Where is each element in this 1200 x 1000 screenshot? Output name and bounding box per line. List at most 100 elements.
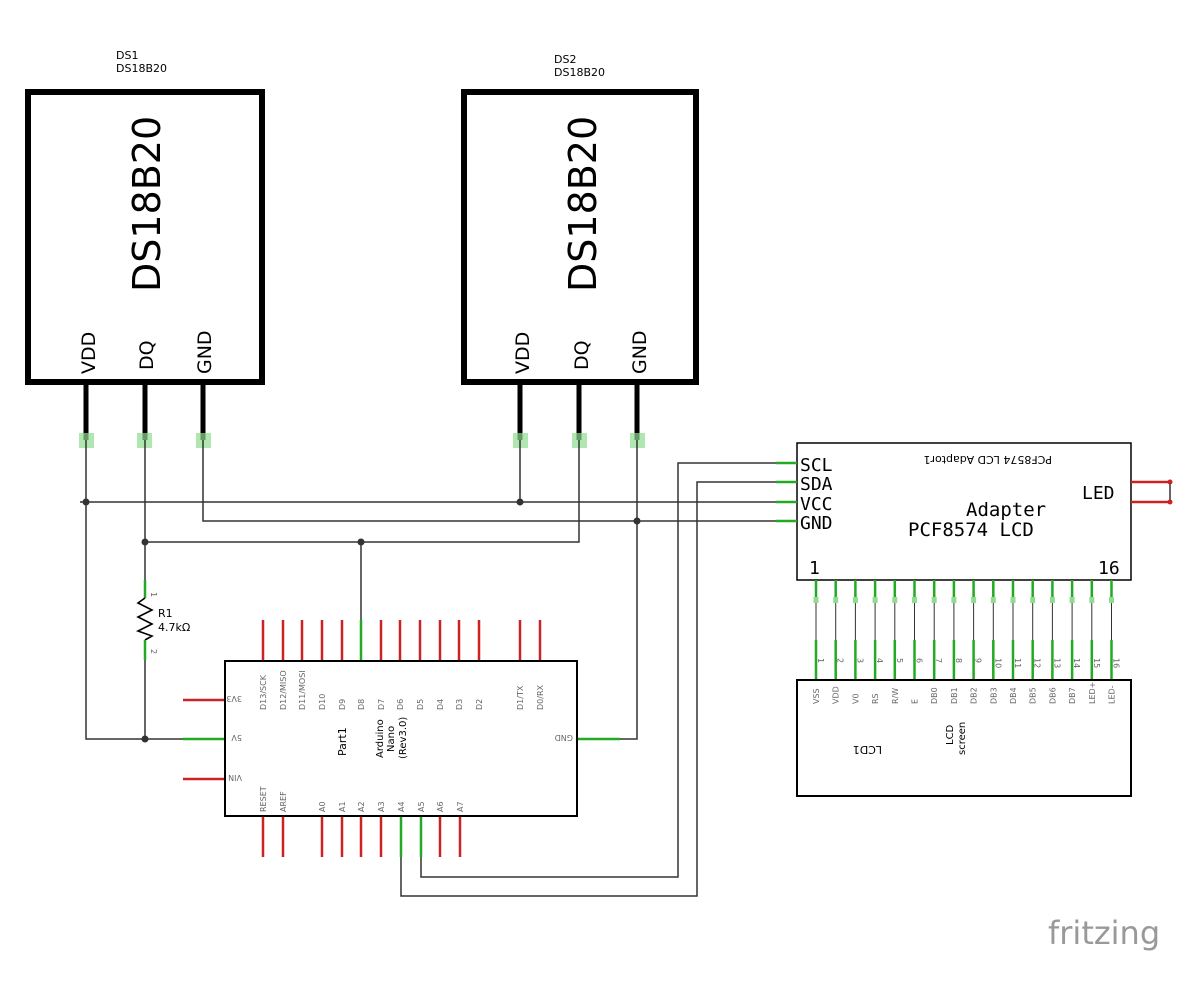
- ds1-pin-dq-label: DQ: [136, 340, 158, 370]
- lcd-pin-label-e: E: [911, 699, 920, 704]
- adapter-body: [796, 442, 1132, 581]
- lcd-label-line1: LCD: [945, 724, 956, 745]
- nano-pin-label-d7: D7: [377, 699, 386, 710]
- adapter-pin-end-8: [951, 597, 957, 603]
- ds1-part: DS18B20: [116, 62, 167, 75]
- lcd-pin-label-r-w: R/W: [891, 688, 900, 704]
- nano-pin-label-d8: D8: [357, 699, 366, 710]
- adapter-bottom-pins: [813, 580, 1114, 603]
- resistor-r1[interactable]: 1 2 R1 4.7kΩ: [135, 580, 190, 660]
- junction-dq-ds1: [141, 538, 149, 546]
- nano-pin-label-a3: A3: [377, 801, 386, 812]
- lcd-pin-label-vss: VSS: [812, 688, 821, 704]
- lcd-pin-number-10: 10: [993, 658, 1002, 668]
- nano-pin-label-d6: D6: [396, 699, 405, 710]
- adapter-pin-end-6: [912, 597, 917, 603]
- adapter-led-end-1: [1167, 479, 1173, 485]
- nano-pin-label-d0-rx: D0/RX: [536, 684, 545, 710]
- nano-pin-label-a7: A7: [456, 801, 465, 812]
- lcd-pin-number-2: 2: [836, 658, 845, 663]
- lcd-body: [796, 679, 1132, 797]
- adapter-pin-end-1: [813, 597, 819, 603]
- lcd-pin-label-v0: V0: [851, 693, 860, 704]
- lcd-pin-label-db5: DB5: [1029, 687, 1038, 704]
- adapter-pin-end-9: [971, 597, 977, 603]
- adapter-pin-scl-label: SCL: [800, 455, 833, 476]
- wire-dq-bus[interactable]: [145, 440, 580, 543]
- ds1-sensor[interactable]: DS1 DS18B20 DS18B20 VDD DQ GND: [25, 49, 265, 448]
- adapter-pin-sda-label: SDA: [800, 474, 833, 495]
- lcd-pin-number-6: 6: [915, 658, 924, 663]
- ds2-sensor[interactable]: DS2 DS18B20 DS18B20 VDD DQ GND: [461, 53, 699, 448]
- junction-dq-d8: [357, 538, 365, 546]
- pcf8574-adapter[interactable]: PCF8574 LCD Adaptor1 Adapter PCF8574 LCD…: [776, 442, 1173, 603]
- ds1-body-label: DS18B20: [125, 116, 169, 292]
- r1-ref: R1: [158, 607, 173, 620]
- nano-pin-label-d10: D10: [318, 694, 327, 710]
- adapter-led-end-2: [1167, 499, 1173, 505]
- wire-gnd-bus[interactable]: [202, 440, 776, 522]
- nano-pin-label-5v: 5V: [231, 733, 242, 742]
- nano-pin-label-d3: D3: [455, 699, 464, 710]
- lcd-pin-number-5: 5: [895, 658, 904, 663]
- nano-pin-label-a4: A4: [397, 801, 406, 812]
- ds1-ref: DS1: [116, 49, 138, 62]
- nano-pin-label-vin: VIN: [228, 773, 242, 782]
- nano-pin-label-a6: A6: [436, 801, 445, 812]
- wire-gnd-to-nano[interactable]: [620, 440, 638, 740]
- adapter-pin-end-3: [852, 597, 858, 603]
- nano-pin-label-a0: A0: [318, 801, 327, 812]
- lcd-pin-number-14: 14: [1072, 658, 1081, 668]
- nano-pin-label-3v3: 3V3: [226, 694, 242, 703]
- wire-sda[interactable]: [400, 481, 776, 897]
- ds1-pin-gnd-label: GND: [194, 330, 216, 374]
- ds2-part: DS18B20: [554, 66, 605, 79]
- lcd-pin-number-1: 1: [816, 658, 825, 663]
- junction-vdd-ds1: [82, 498, 90, 506]
- nano-pin-label-reset: RESET: [259, 786, 268, 812]
- ds1-pin-vdd-label: VDD: [78, 332, 100, 374]
- lcd-pin-label-db4: DB4: [1009, 687, 1018, 704]
- adapter-last-pin: 16: [1098, 558, 1120, 579]
- junction-gnd-ds2: [633, 517, 641, 525]
- adapter-pin-end-5: [892, 597, 898, 603]
- nano-pin-label-aref: AREF: [279, 791, 288, 812]
- lcd-pin-label-rs: RS: [871, 693, 880, 704]
- adapter-line1: Adapter: [966, 499, 1046, 521]
- lcd-pin-number-9: 9: [974, 658, 983, 663]
- adapter-pin-end-11: [1010, 597, 1016, 603]
- wire-vdd-to-5v[interactable]: [85, 502, 225, 740]
- lcd-pin-number-12: 12: [1033, 658, 1042, 668]
- wires: [80, 440, 776, 897]
- nano-name-line1: Arduino: [375, 719, 386, 758]
- lcd-pin-number-4: 4: [875, 658, 884, 663]
- lcd-pin-label-db3: DB3: [989, 687, 998, 704]
- adapter-pin-end-15: [1089, 597, 1095, 603]
- junction-vdd-ds2: [516, 498, 524, 506]
- nano-pin-label-d5: D5: [416, 699, 425, 710]
- junction-5v: [141, 735, 149, 743]
- ds2-body-label: DS18B20: [561, 116, 605, 292]
- lcd-pin-label-vdd: VDD: [832, 686, 841, 704]
- ds2-body: [461, 89, 699, 385]
- r1-pin2-label: 2: [149, 649, 158, 654]
- lcd-pin-label-db0: DB0: [930, 687, 939, 704]
- nano-pin-label-a2: A2: [357, 801, 366, 812]
- lcd-pin-number-11: 11: [1013, 658, 1022, 668]
- lcd-pin-number-7: 7: [934, 658, 943, 663]
- lcd-pin-number-3: 3: [855, 658, 864, 663]
- ds2-pin-vdd-label: VDD: [512, 332, 534, 374]
- lcd-pin-label-db1: DB1: [950, 687, 959, 704]
- adapter-pin-end-13: [1049, 597, 1055, 603]
- nano-pin-label-a5: A5: [417, 801, 426, 812]
- adapter-pin-end-12: [1030, 597, 1036, 603]
- lcd-screen[interactable]: 1VSS2VDD3V04RS5R/W6E7DB08DB19DB210DB311D…: [796, 603, 1132, 797]
- nano-name-line2: Nano: [386, 726, 397, 752]
- lcd-pin-number-13: 13: [1052, 658, 1061, 668]
- adapter-first-pin: 1: [809, 558, 820, 579]
- wire-scl[interactable]: [420, 462, 776, 878]
- lcd-label-line2: screen: [957, 722, 968, 755]
